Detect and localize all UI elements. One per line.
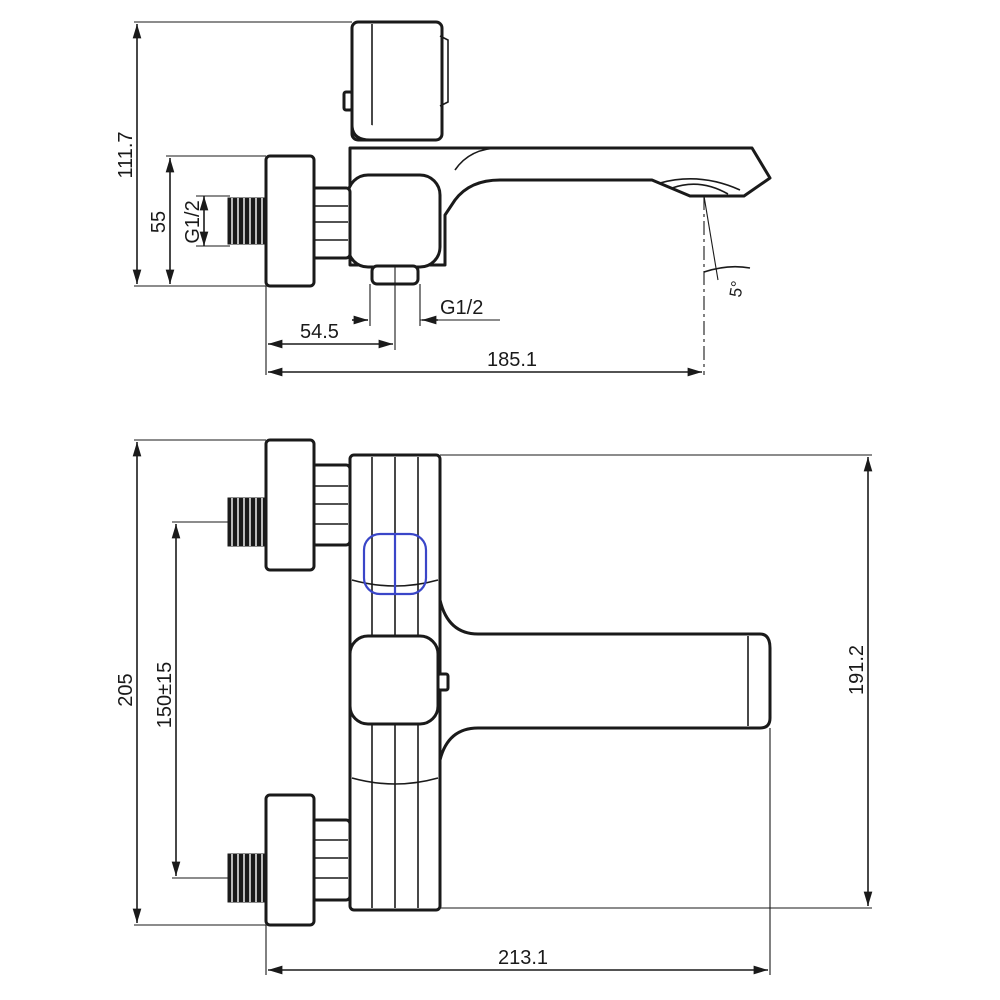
dim-overall-width: 213.1: [498, 947, 548, 969]
dim-height-total: 111.7: [115, 131, 137, 178]
dim-overall-height: 205: [115, 673, 137, 706]
thread-inlet-label: G1/2: [182, 200, 204, 243]
diverter-button[interactable]: [362, 532, 428, 596]
dim-centers: 150±15: [154, 662, 176, 729]
dim-body-height: 191.2: [846, 645, 868, 695]
top-handle: [342, 20, 449, 142]
top-view: 111.7 55 G1/2 G1/2 54.5 185.1 5°: [115, 20, 772, 377]
angle-label: 5°: [726, 279, 748, 298]
front-spout: [438, 598, 772, 762]
top-flange: [264, 154, 316, 288]
dim-inlet-height: 55: [148, 211, 170, 233]
dim-spout-reach: 185.1: [487, 349, 537, 371]
top-spout: [348, 146, 772, 267]
diverter-pin: [436, 672, 450, 692]
front-lower-connection: [227, 793, 352, 927]
front-upper-connection: [227, 438, 352, 572]
front-view: 205 150±15 191.2 213.1: [115, 438, 873, 975]
top-thread: [227, 197, 267, 245]
front-cartridge: [348, 634, 440, 726]
top-nut: [310, 186, 352, 260]
top-cartridge: [346, 173, 442, 269]
thread-outlet-label: G1/2: [440, 297, 483, 319]
dim-offset: 54.5: [300, 321, 339, 343]
